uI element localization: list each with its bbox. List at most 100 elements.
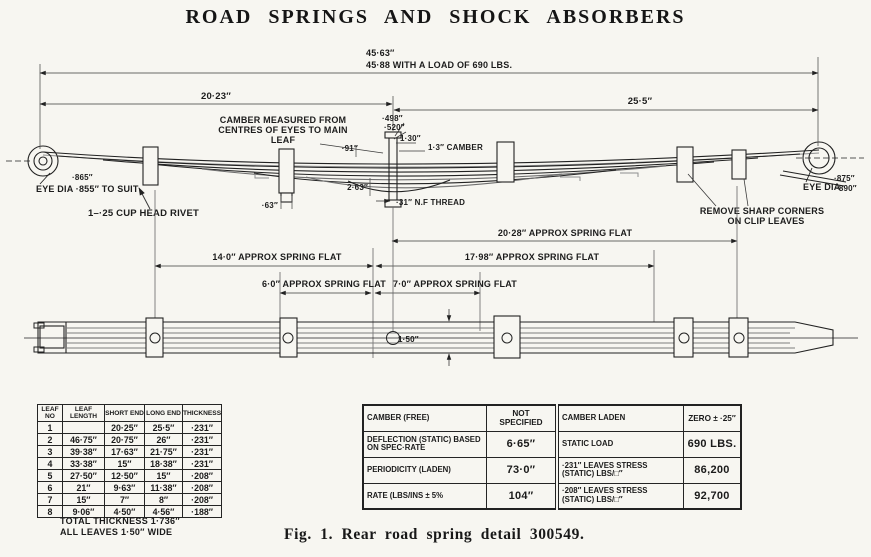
table-cell: 86,200 [683,456,742,484]
table-cell: ·231″ [181,445,223,458]
footnote-leaf-width: ALL LEAVES 1·50″ WIDE [60,527,173,537]
flat-dim-2028: 20·28″ APPROX SPRING FLAT [498,228,633,238]
plan-view [24,309,858,366]
dim-130: 1·30″ [400,134,421,143]
table-cell: 9·06″ [62,505,105,518]
table-row: DEFLECTION (STATIC) BASED ON SPEC·RATE 6… [362,430,742,458]
eye-left-dim: ·865″ [72,173,93,182]
table-cell: ·231″ LEAVES STRESS (STATIC) LBS/□″ [555,456,684,484]
table-cell: 15″ [144,469,183,482]
page-title: ROAD SPRINGS AND SHOCK ABSORBERS [185,6,686,28]
dim-left-half: 20·23″ [201,91,231,102]
table-cell: 46·75″ [62,433,105,446]
column-header: THICKNESS [181,404,223,422]
table-cell [62,421,105,434]
table-cell: STATIC LOAD [555,430,684,458]
table-row: CAMBER (FREE) NOT SPECIFIED CAMBER LADEN… [362,404,742,432]
flat-dim-60: 6·0″ APPROX SPRING FLAT [262,279,386,289]
table-header-row: LEAF NO LEAF LENGTH SHORT END LONG END T… [37,404,223,422]
flat-dim-140: 14·0″ APPROX SPRING FLAT [212,252,341,262]
table-cell: 690 LBS. [683,430,742,458]
table-cell: 15″ [104,457,145,470]
table-cell: 1 [37,421,63,434]
column-header: LEAF NO [37,404,63,422]
dim-bolt-hole-b: ·520″ [384,123,405,132]
elevation-labels: 45·63″ 45·88 WITH A LOAD OF 690 LBS. 20·… [36,48,857,226]
table-cell: 21″ [62,481,105,494]
leaf-dimensions-table: LEAF NO LEAF LENGTH SHORT END LONG END T… [37,404,223,518]
left-spring-eye [6,145,59,185]
elevation-dimensions [39,57,819,210]
table-cell: 6 [37,481,63,494]
table-cell: PERIODICITY (LADEN) [362,456,487,484]
table-cell: 26″ [144,433,183,446]
table-row: 2 46·75″ 20·75″ 26″ ·231″ [37,433,223,446]
leaf-stack [42,149,820,193]
leaf-table-footnotes: TOTAL THICKNESS 1·736″ ALL LEAVES 1·50″ … [60,516,180,538]
column-header: LEAF LENGTH [62,404,105,422]
dim-91: ·91″ [342,144,358,153]
dim-263: 2·63″ [347,183,368,192]
table-cell: DEFLECTION (STATIC) BASED ON SPEC·RATE [362,430,487,458]
table-cell: CAMBER LADEN [555,404,684,432]
centre-bolt-thread: ·31″ N.F THREAD [396,198,465,207]
table-cell: ·208″ [181,481,223,494]
flat-dim-1798: 17·98″ APPROX SPRING FLAT [465,252,600,262]
spring-clips-elevation [142,141,747,203]
table-cell: ·231″ [181,421,223,434]
table-cell: 25·5″ [144,421,183,434]
table-cell: 20·25″ [104,421,145,434]
table-cell: 18·38″ [144,457,183,470]
table-cell: NOT SPECIFIED [486,404,558,432]
table-cell: ·208″ LEAVES STRESS (STATIC) LBS/□″ [555,482,684,510]
table-cell: 92,700 [683,482,742,510]
eye-right-label: EYE DIA [803,182,841,192]
table-cell: ·188″ [181,505,223,518]
camber-note-line1: CAMBER MEASURED FROM [220,115,347,125]
table-cell: ·231″ [181,433,223,446]
eye-right-dim-a: ·875″ [834,174,855,183]
table-cell: 20·75″ [104,433,145,446]
table-cell: 27·50″ [62,469,105,482]
spring-clips-plan [145,315,749,359]
eye-left-label: EYE DIA ·855″ TO SUIT [36,184,139,194]
flat-dim-70: 7·0″ APPROX SPRING FLAT [393,279,517,289]
table-cell: 6·65″ [486,430,558,458]
table-cell: 33·38″ [62,457,105,470]
table-cell: 73·0″ [486,456,558,484]
table-row: 5 27·50″ 12·50″ 15″ ·208″ [37,469,223,482]
table-cell: 7 [37,493,63,506]
table-row: 8 9·06″ 4·50″ 4·56″ ·188″ [37,505,223,518]
table-cell: 4·56″ [144,505,183,518]
table-cell: 3 [37,445,63,458]
eye-right-dim-b: ·890″ [836,184,857,193]
table-cell: 17·63″ [104,445,145,458]
camber-note-line3: LEAF [271,135,296,145]
table-cell: 15″ [62,493,105,506]
elevation-view [6,131,864,208]
spring-spec-table: CAMBER (FREE) NOT SPECIFIED CAMBER LADEN… [362,404,742,510]
table-cell: 21·75″ [144,445,183,458]
table-cell: 8″ [144,493,183,506]
table-row: 4 33·38″ 15″ 18·38″ ·231″ [37,457,223,470]
clip-note-line1: REMOVE SHARP CORNERS [700,206,824,216]
clip-note-line2: ON CLIP LEAVES [728,216,805,226]
table-cell: 2 [37,433,63,446]
rivet-label: 1–·25 CUP HEAD RIVET [88,208,199,219]
table-row: PERIODICITY (LADEN) 73·0″ ·231″ LEAVES S… [362,456,742,484]
table-cell: 11·38″ [144,481,183,494]
table-cell: 5 [37,469,63,482]
table-cell: 4·50″ [104,505,145,518]
table-row: 7 15″ 7″ 8″ ·208″ [37,493,223,506]
table-cell: ·208″ [181,469,223,482]
camber-value: 1·3″ CAMBER [428,143,483,152]
table-row: RATE (LBS/INS ± 5% 104″ ·208″ LEAVES STR… [362,482,742,510]
column-header: LONG END [144,404,183,422]
dim-total-length: 45·63″ [366,48,395,58]
spring-flat-dimensions [154,186,738,358]
right-spring-eye [779,141,864,187]
table-row: 1 20·25″ 25·5″ ·231″ [37,421,223,434]
column-header: SHORT END [104,404,145,422]
table-cell: 7″ [104,493,145,506]
